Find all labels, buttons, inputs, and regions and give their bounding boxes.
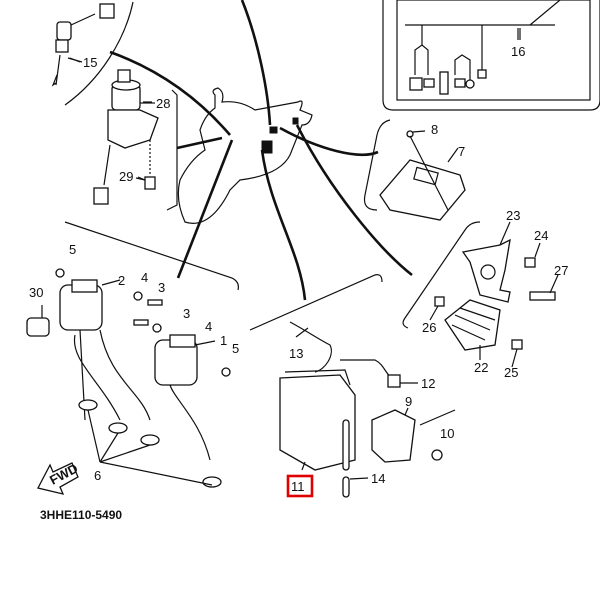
wire-to-coils xyxy=(176,139,234,279)
callout-25[interactable]: 25 xyxy=(504,365,518,380)
part-30-clamp xyxy=(26,317,50,337)
part-9-starter-relay xyxy=(371,409,416,463)
frame-main-switch xyxy=(166,89,178,211)
callout-16[interactable]: 16 xyxy=(511,44,525,59)
highlight-box-part-11 xyxy=(286,474,314,498)
callout-leaders xyxy=(41,28,559,480)
part-2-ignition-coil xyxy=(59,279,103,331)
callout-12[interactable]: 12 xyxy=(421,376,435,391)
callout-9[interactable]: 9 xyxy=(405,394,412,409)
wire-to-battery xyxy=(260,149,307,301)
callout-11[interactable]: 11 xyxy=(291,479,305,494)
callout-4b[interactable]: 4 xyxy=(205,319,212,334)
callout-28[interactable]: 28 xyxy=(156,96,170,111)
callout-15[interactable]: 15 xyxy=(83,55,97,70)
part-6-plug-caps xyxy=(73,329,222,488)
part-10-nut xyxy=(419,409,456,461)
part-1-ignition-coil xyxy=(154,334,198,386)
part-26-collar xyxy=(434,296,445,307)
frame-sidelight-switch xyxy=(64,1,134,106)
wire-to-sidelight xyxy=(109,50,231,136)
callout-5a[interactable]: 5 xyxy=(69,242,76,257)
frame-cdi xyxy=(363,119,391,211)
part-27-connector xyxy=(529,291,556,301)
part-12-lead xyxy=(340,359,401,388)
callout-10[interactable]: 10 xyxy=(440,426,454,441)
callout-4a[interactable]: 4 xyxy=(141,270,148,285)
motorcycle-frame-sketch xyxy=(177,87,313,224)
callout-5b[interactable]: 5 xyxy=(232,341,239,356)
callout-2[interactable]: 2 xyxy=(118,273,125,288)
frame-harness xyxy=(382,0,600,111)
wire-to-main-switch xyxy=(176,136,223,150)
callout-1[interactable]: 1 xyxy=(220,333,227,348)
callout-30[interactable]: 30 xyxy=(29,285,43,300)
callout-14[interactable]: 14 xyxy=(371,471,385,486)
callout-26[interactable]: 26 xyxy=(422,320,436,335)
callout-8[interactable]: 8 xyxy=(431,122,438,137)
part-16-harness xyxy=(396,0,591,101)
part-24-bolt xyxy=(524,257,536,268)
frame-ignition-coils xyxy=(64,221,239,291)
callout-27[interactable]: 27 xyxy=(554,263,568,278)
part-22-rectifier xyxy=(444,299,501,351)
callout-6[interactable]: 6 xyxy=(94,468,101,483)
callout-22[interactable]: 22 xyxy=(474,360,488,375)
callout-23[interactable]: 23 xyxy=(506,208,520,223)
wire-to-cdi xyxy=(279,126,379,156)
part-23-bracket xyxy=(461,238,511,303)
fwd-arrow-icon: FWD xyxy=(37,461,80,495)
callout-29[interactable]: 29 xyxy=(119,169,133,184)
callout-3a[interactable]: 3 xyxy=(158,280,165,295)
part-25-bolt xyxy=(511,339,523,350)
callout-24[interactable]: 24 xyxy=(534,228,548,243)
frame-rectifier xyxy=(402,221,481,329)
frame-battery xyxy=(249,274,383,331)
part-15-switch xyxy=(51,3,115,87)
part-11-battery xyxy=(279,369,356,471)
callout-3b[interactable]: 3 xyxy=(183,306,190,321)
callout-7[interactable]: 7 xyxy=(458,144,465,159)
hardware-3-4-5 xyxy=(55,268,231,377)
part-13-lead xyxy=(289,321,332,373)
part-7-cdi-unit xyxy=(379,130,466,221)
part-28-main-switch xyxy=(93,69,159,205)
diagram-code: 3HHE110-5490 xyxy=(40,508,122,522)
wire-to-rectifier xyxy=(295,124,413,277)
callout-13[interactable]: 13 xyxy=(289,346,303,361)
wire-to-harness xyxy=(240,0,272,126)
part-14-vent-tube xyxy=(342,419,350,498)
